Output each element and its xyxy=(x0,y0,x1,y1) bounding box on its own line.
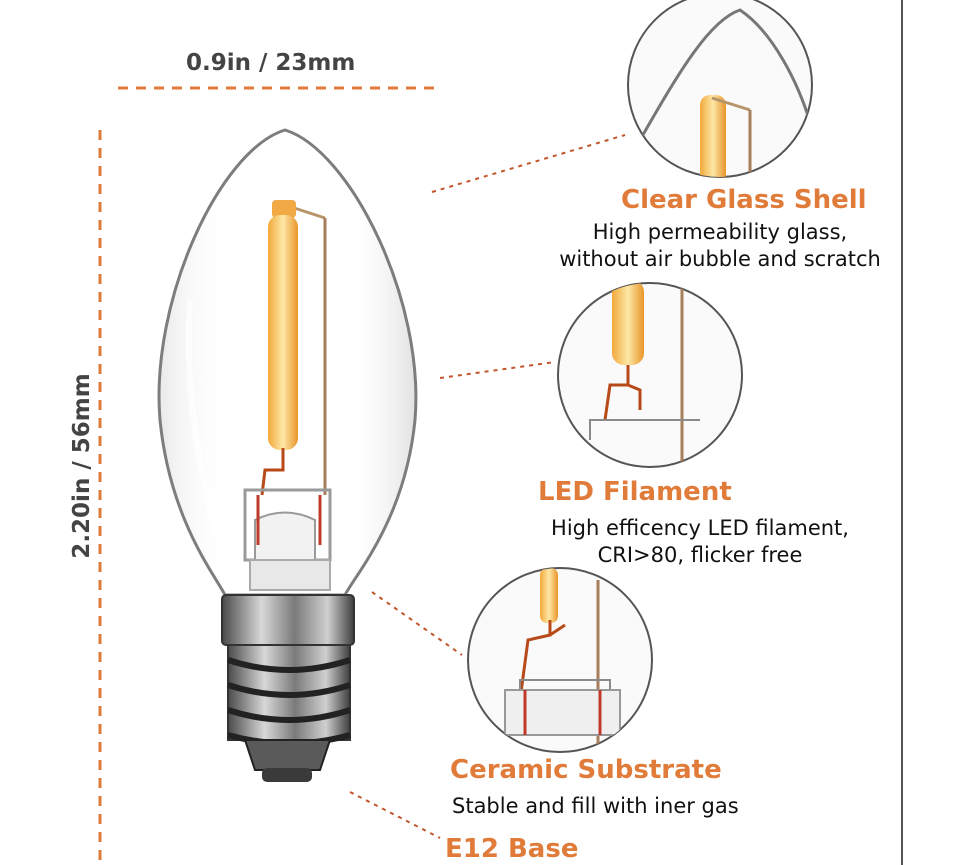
screw-base xyxy=(227,644,351,782)
ceramic-substrate xyxy=(243,488,332,591)
ceramic-substrate-title: Ceramic Substrate xyxy=(450,755,722,785)
width-label: 0.9in / 23mm xyxy=(186,50,356,76)
led-filament-desc-line-1: High efficency LED filament, xyxy=(551,516,849,540)
metal-collar xyxy=(221,594,355,646)
led-filament-desc: High efficency LED filament, CRI>80, fli… xyxy=(530,515,870,569)
glass-shell-desc-line-1: High permeability glass, xyxy=(592,220,848,244)
height-label: 2.20in / 56mm xyxy=(69,373,95,559)
leader-filament xyxy=(439,361,556,379)
led-filament xyxy=(260,200,327,496)
leader-ceramic xyxy=(371,591,463,656)
filament-detail-circle xyxy=(557,282,743,468)
glass-shell-title: Clear Glass Shell xyxy=(621,185,867,215)
led-filament-title: LED Filament xyxy=(538,477,732,507)
leader-glass xyxy=(431,134,626,193)
ceramic-detail-circle xyxy=(467,567,653,753)
leader-base xyxy=(349,791,441,839)
glass-detail-circle xyxy=(627,0,813,178)
ceramic-substrate-desc: Stable and fill with iner gas xyxy=(452,794,739,818)
glass-shell-desc: High permeability glass, without air bub… xyxy=(540,219,900,273)
e12-base-title: E12 Base xyxy=(445,834,579,864)
glass-shell-desc-line-2: without air bubble and scratch xyxy=(559,247,881,271)
led-filament-desc-line-2: CRI>80, flicker free xyxy=(597,543,803,567)
